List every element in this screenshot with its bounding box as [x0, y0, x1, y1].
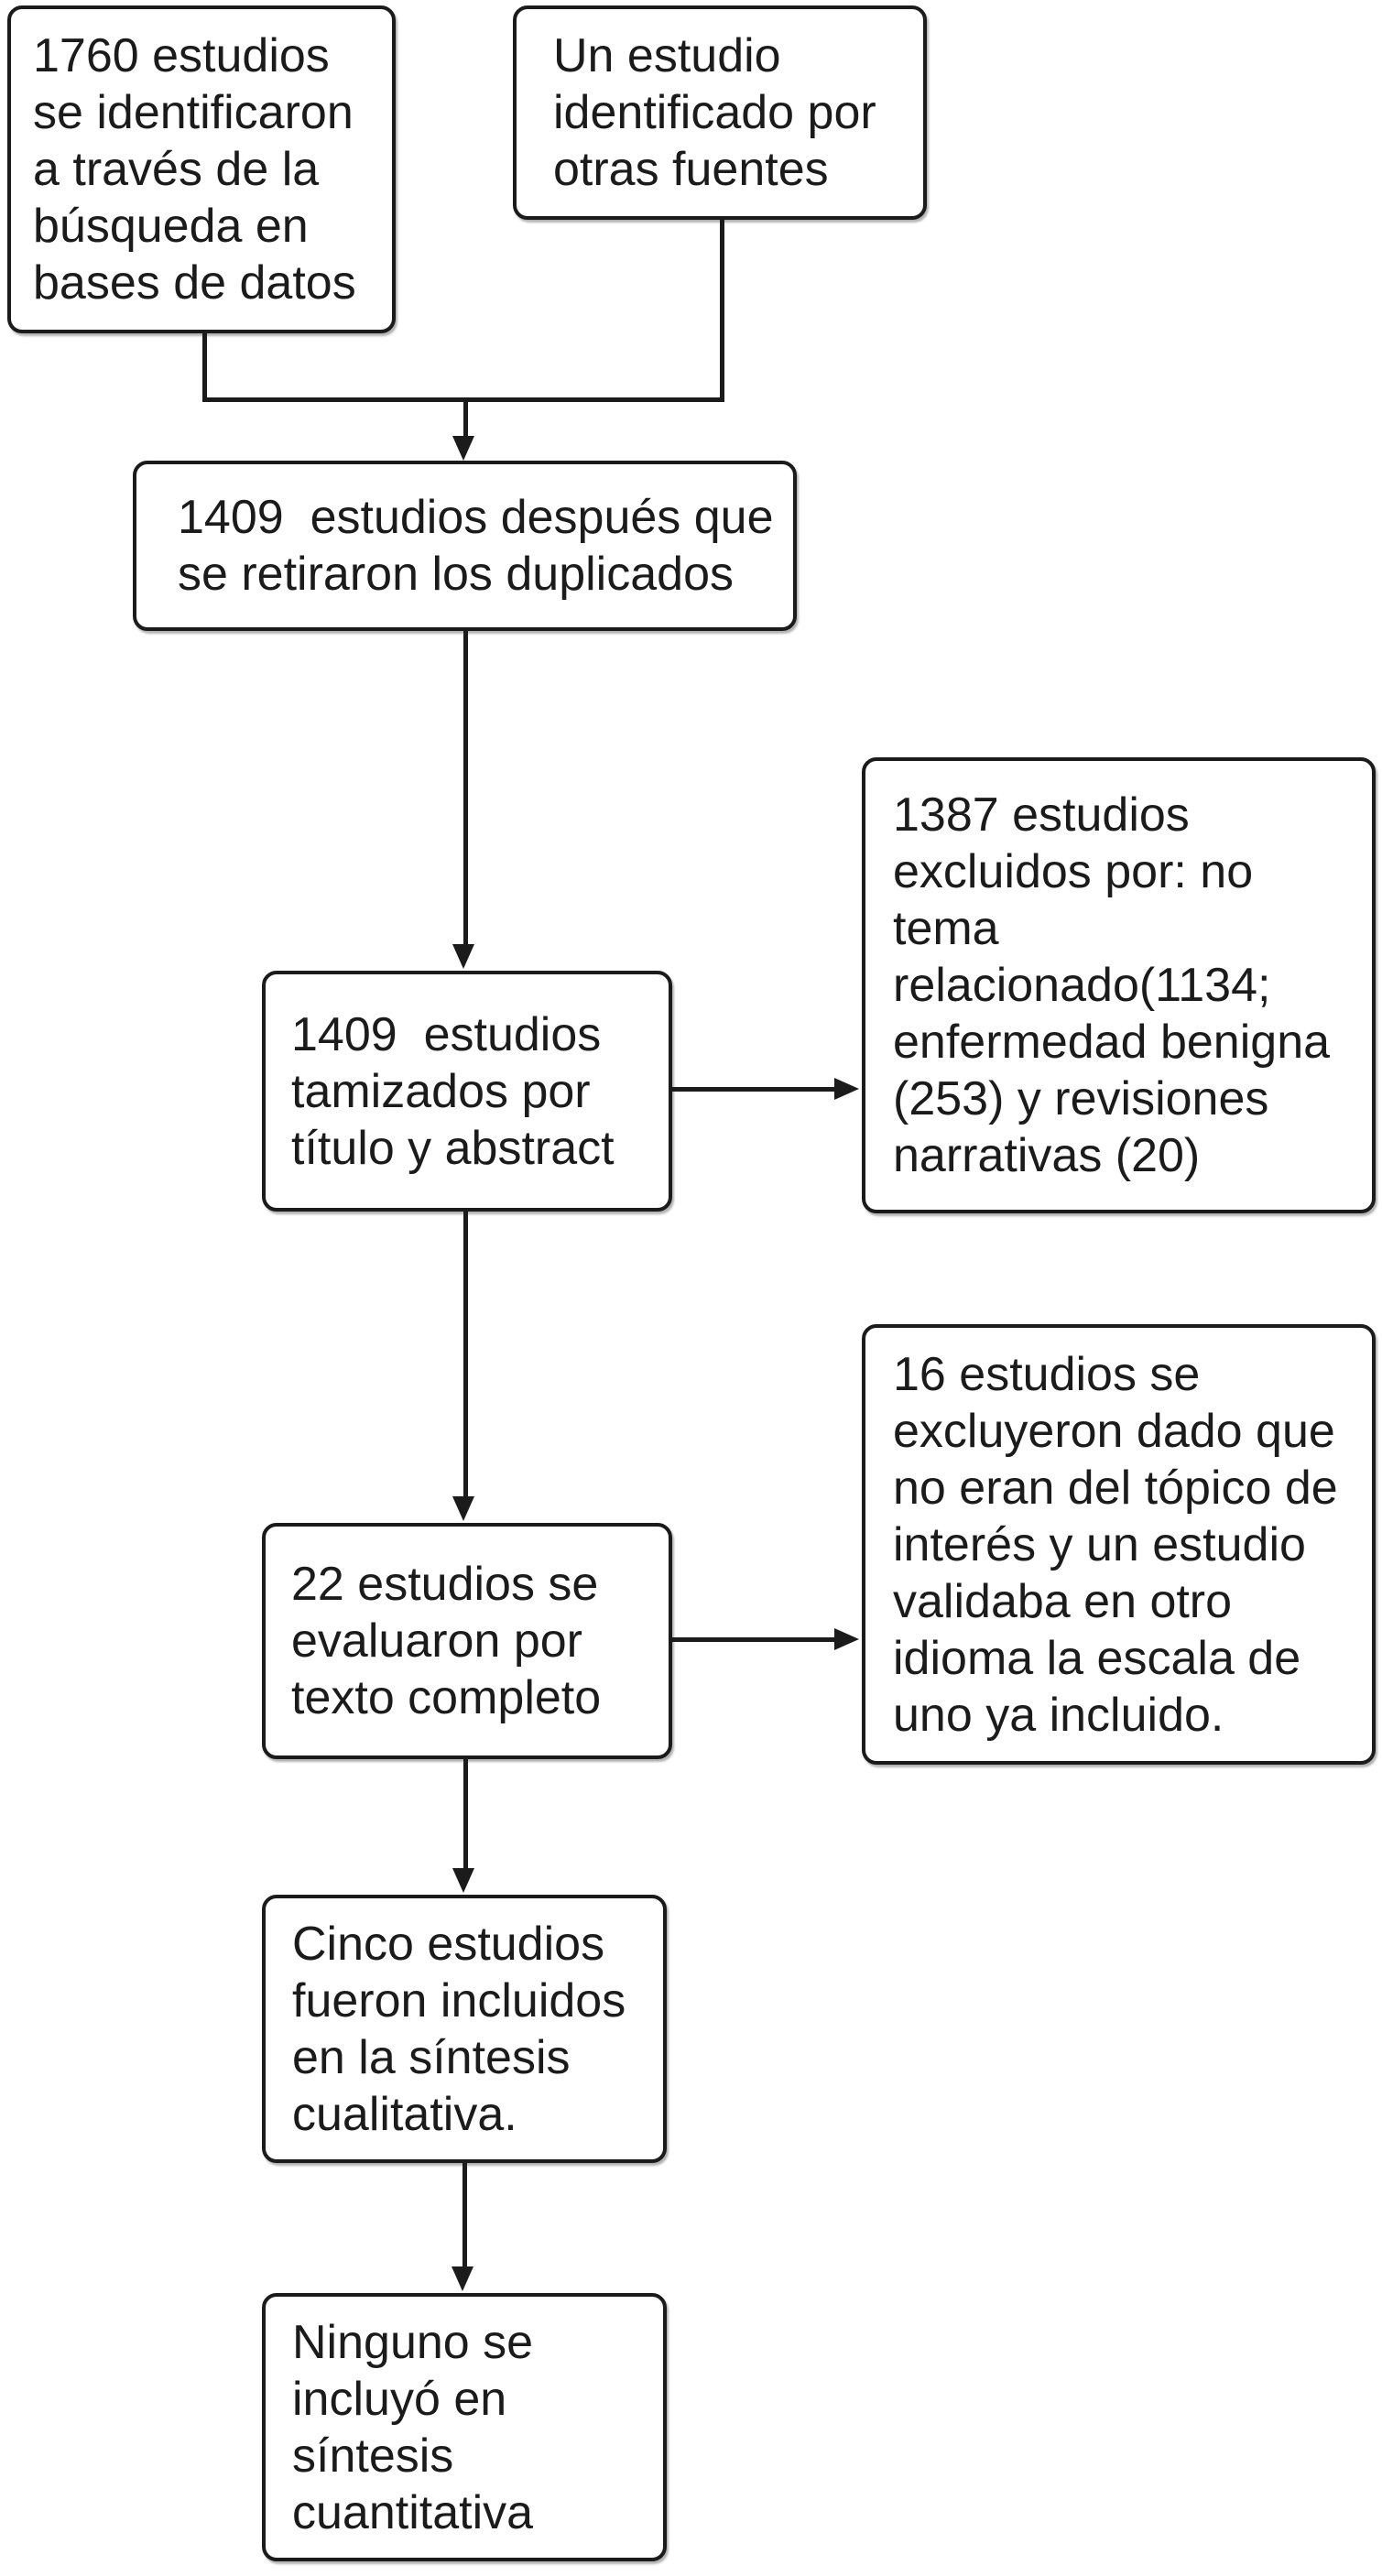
- arrowhead-to-screening-box: [452, 944, 474, 969]
- arrowhead-to-quantitative-box: [452, 2266, 473, 2291]
- arrowhead-to-duplicates-box: [452, 436, 474, 461]
- connector-duplicates-to-screening: [463, 630, 468, 946]
- connector-other-sources-down: [720, 219, 724, 402]
- connector-databases-down: [202, 332, 207, 402]
- connector-fulltext-to-qualitative: [463, 1757, 468, 1869]
- connector-screening-to-excluded: [671, 1087, 836, 1092]
- box-identified-other-sources: Un estudio identificado por otras fuente…: [513, 5, 927, 220]
- connector-fulltext-to-excluded: [671, 1637, 836, 1642]
- box-identified-databases: 1760 estudios se identificaron a través …: [7, 5, 396, 333]
- arrowhead-to-excluded-screening-box: [834, 1078, 859, 1100]
- connector-merge-stem: [463, 397, 468, 438]
- box-after-duplicates-removed: 1409 estudios después que se retiraron l…: [133, 461, 797, 631]
- box-included-qualitative: Cinco estudios fueron incluidos en la sí…: [262, 1895, 667, 2163]
- box-included-quantitative-text: Ninguno se incluyó en síntesis cuantitat…: [292, 2315, 534, 2539]
- arrowhead-to-excluded-fulltext-box: [834, 1628, 859, 1650]
- box-fulltext-assessed-text: 22 estudios se evaluaron por texto compl…: [291, 1558, 602, 1724]
- arrowhead-to-qualitative-box: [452, 1868, 474, 1893]
- box-included-quantitative: Ninguno se incluyó en síntesis cuantitat…: [262, 2293, 667, 2561]
- box-included-qualitative-text: Cinco estudios fueron incluidos en la sí…: [292, 1917, 626, 2141]
- box-identified-other-sources-text: Un estudio identificado por otras fuente…: [553, 29, 876, 196]
- box-excluded-fulltext-text: 16 estudios se excluyeron dado que no er…: [893, 1347, 1338, 1742]
- box-excluded-screening-text: 1387 estudios excluidos por: no tema rel…: [893, 788, 1331, 1182]
- box-screened-title-abstract: 1409 estudios tamizados por título y abs…: [262, 971, 672, 1212]
- connector-qualitative-to-quantitative: [462, 2161, 467, 2268]
- box-excluded-fulltext: 16 estudios se excluyeron dado que no er…: [862, 1324, 1376, 1765]
- box-after-duplicates-removed-text: 1409 estudios después que se retiraron l…: [178, 491, 774, 601]
- box-excluded-screening: 1387 estudios excluidos por: no tema rel…: [862, 757, 1376, 1213]
- arrowhead-to-fulltext-box: [452, 1496, 474, 1521]
- connector-screening-to-fulltext: [463, 1210, 468, 1498]
- box-identified-databases-text: 1760 estudios se identificaron a través …: [33, 29, 356, 310]
- box-fulltext-assessed: 22 estudios se evaluaron por texto compl…: [262, 1523, 672, 1759]
- box-screened-title-abstract-text: 1409 estudios tamizados por título y abs…: [291, 1007, 615, 1175]
